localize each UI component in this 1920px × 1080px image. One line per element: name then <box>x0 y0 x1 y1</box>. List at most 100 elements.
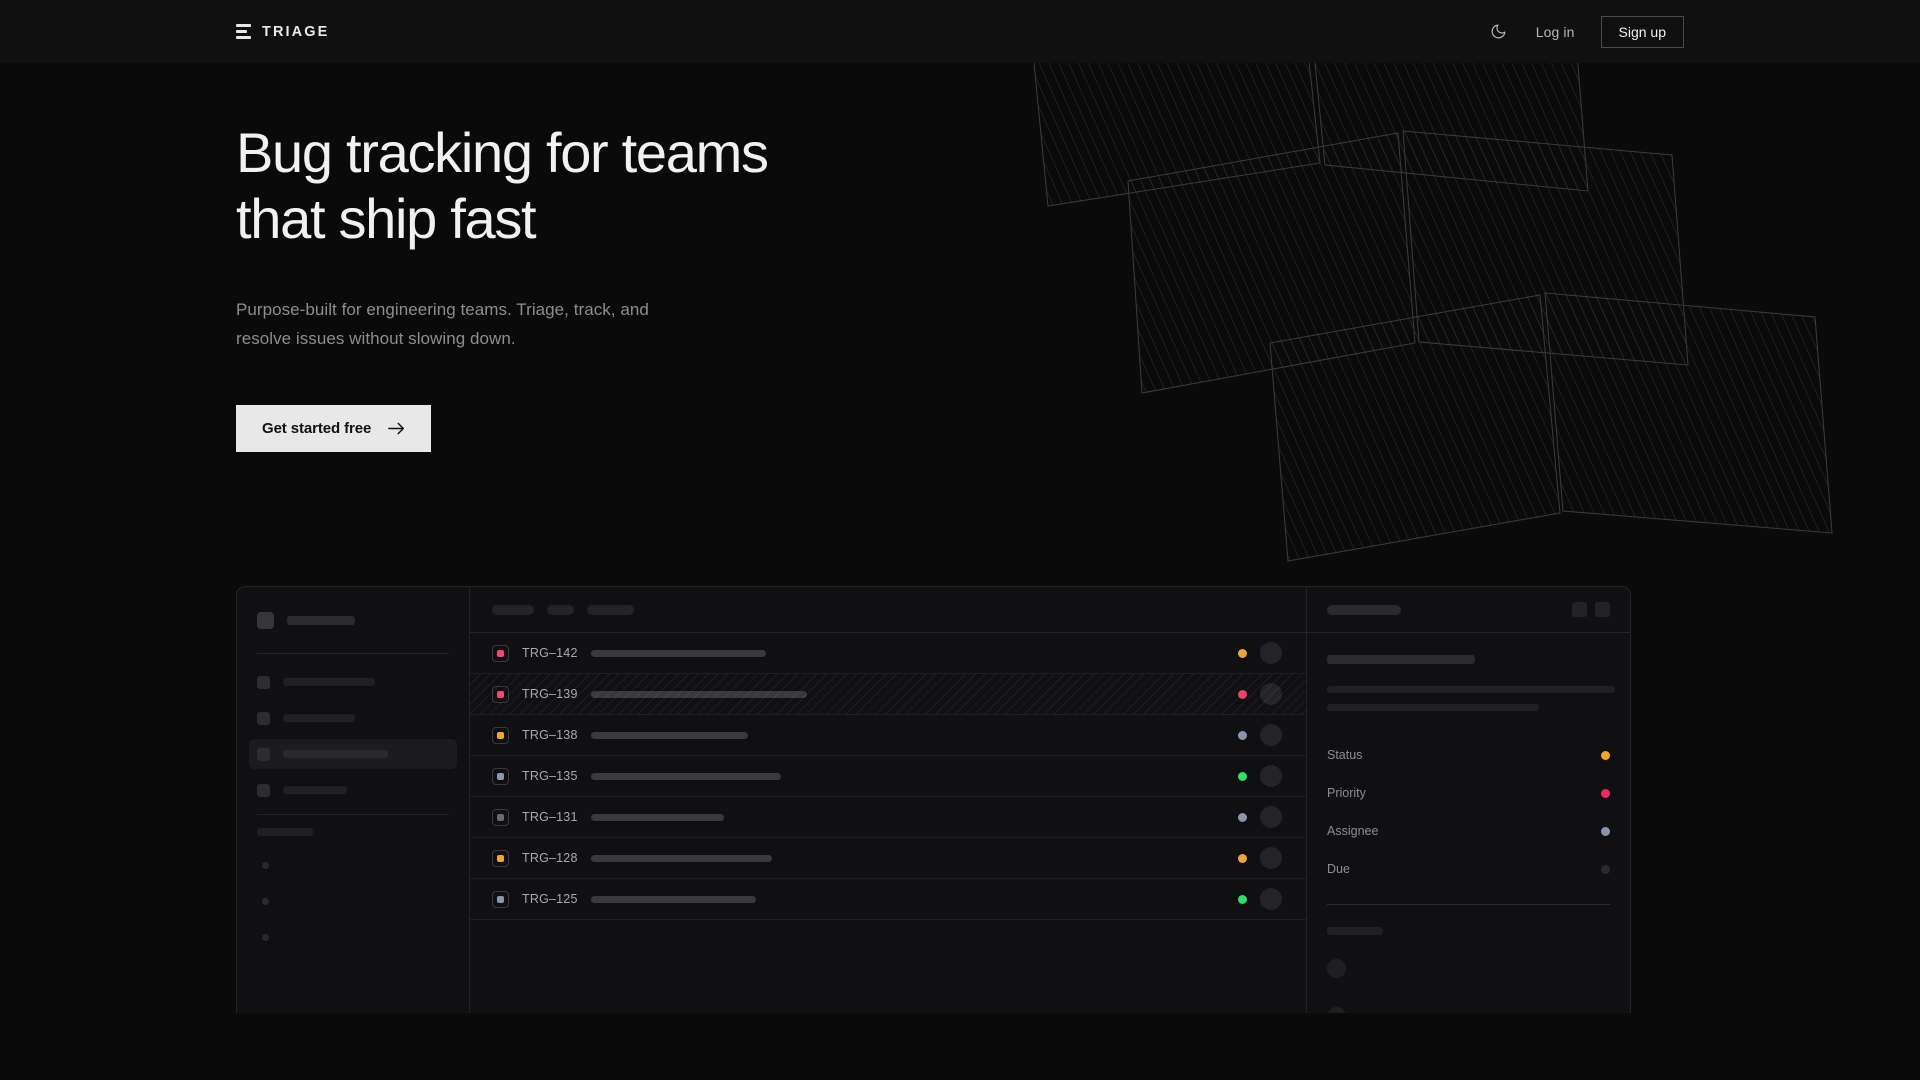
get-started-button[interactable]: Get started free <box>236 405 432 453</box>
detail-header-buttons <box>1572 602 1610 617</box>
detail-meta-value-dot <box>1601 864 1610 874</box>
list-toolbar <box>470 587 1306 633</box>
detail-divider <box>1327 904 1610 905</box>
sidebar-divider-top <box>257 653 449 654</box>
sidebar-item-label <box>283 750 388 758</box>
hero-section: Bug tracking for teams that ship fast Pu… <box>0 63 1920 1013</box>
issue-row-meta <box>1238 847 1306 869</box>
detail-meta-label: Status <box>1327 748 1363 762</box>
issue-row[interactable]: TRG–135 <box>470 756 1306 797</box>
app-sidebar <box>237 587 470 1013</box>
hero-content: Bug tracking for teams that ship fast Pu… <box>236 120 996 453</box>
triage-bars-icon <box>236 24 251 39</box>
issue-title-placeholder <box>591 731 748 739</box>
issue-status-dot <box>1238 648 1247 658</box>
issue-row-meta <box>1238 683 1306 705</box>
sidebar-section-label <box>257 828 313 836</box>
sidebar-subitem-dot[interactable] <box>262 862 269 869</box>
hero-subtitle: Purpose-built for engineering teams. Tri… <box>236 300 649 348</box>
issue-row-meta <box>1238 724 1306 746</box>
issue-title-placeholder <box>591 854 772 862</box>
sidebar-subitem-dot[interactable] <box>262 934 269 941</box>
detail-meta-row[interactable]: Priority <box>1327 774 1610 812</box>
issue-row-meta <box>1238 888 1306 910</box>
issue-row[interactable]: TRG–128 <box>470 838 1306 879</box>
detail-description-placeholder <box>1327 686 1615 711</box>
issue-type-icon <box>492 767 509 785</box>
hatched-panels-graphic <box>1033 63 1833 562</box>
workspace-switcher[interactable] <box>257 609 449 631</box>
issue-row[interactable]: TRG–131 <box>470 797 1306 838</box>
issue-type-icon <box>492 808 509 826</box>
issue-id: TRG–142 <box>522 646 578 660</box>
issue-type-icon <box>492 890 509 908</box>
issue-row[interactable]: TRG–142 <box>470 633 1306 674</box>
issue-assignee-avatar <box>1260 724 1282 746</box>
issue-status-dot <box>1238 853 1247 863</box>
sidebar-item-icon <box>257 783 270 797</box>
issue-assignee-avatar <box>1260 806 1282 828</box>
issue-title-placeholder <box>591 649 766 657</box>
detail-meta-row[interactable]: Assignee <box>1327 812 1610 850</box>
issue-row[interactable]: TRG–138 <box>470 715 1306 756</box>
detail-meta-row[interactable]: Status <box>1327 736 1610 774</box>
issue-title-placeholder <box>591 813 724 821</box>
activity-avatar <box>1327 1007 1346 1013</box>
brand-logo[interactable]: TRIAGE <box>236 24 329 40</box>
sidebar-nav-list <box>249 667 457 805</box>
detail-header-title-placeholder <box>1327 604 1401 615</box>
issue-id: TRG–128 <box>522 851 578 865</box>
nav-actions: Log in Sign up <box>1488 15 1684 48</box>
issue-row-meta <box>1238 642 1306 664</box>
issue-type-icon <box>492 644 509 662</box>
activity-avatars <box>1327 959 1610 1013</box>
issue-status-dot <box>1238 730 1247 740</box>
page-title: Bug tracking for teams that ship fast <box>236 121 769 250</box>
activity-avatar <box>1327 959 1346 978</box>
detail-meta-value-dot <box>1601 788 1610 798</box>
issue-assignee-avatar <box>1260 765 1282 787</box>
sidebar-divider-bottom <box>257 814 449 815</box>
detail-meta-label: Assignee <box>1327 824 1379 838</box>
sidebar-nav-item[interactable] <box>249 739 457 769</box>
arrow-right-icon <box>388 422 405 435</box>
issue-title-placeholder <box>591 690 807 698</box>
toolbar-control[interactable] <box>547 604 574 615</box>
issue-type-icon <box>492 685 509 703</box>
sidebar-nav-item[interactable] <box>249 775 457 805</box>
issue-assignee-avatar <box>1260 683 1282 705</box>
issue-status-dot <box>1238 771 1247 781</box>
detail-header-button[interactable] <box>1572 602 1587 617</box>
detail-header-button[interactable] <box>1595 602 1610 617</box>
detail-meta-label: Due <box>1327 862 1350 876</box>
toolbar-control[interactable] <box>492 604 534 615</box>
detail-title-placeholder <box>1327 655 1475 664</box>
issue-type-icon <box>492 849 509 867</box>
issue-title-placeholder <box>591 772 781 780</box>
toolbar-control[interactable] <box>587 604 634 615</box>
sidebar-nav-item[interactable] <box>249 667 457 697</box>
sidebar-nav-item[interactable] <box>249 703 457 733</box>
issue-title-placeholder <box>591 895 756 903</box>
login-link[interactable]: Log in <box>1535 23 1575 40</box>
issue-assignee-avatar <box>1260 888 1282 910</box>
issue-status-dot <box>1238 894 1247 904</box>
detail-description-line <box>1327 704 1539 711</box>
issue-id: TRG–125 <box>522 892 578 906</box>
issue-assignee-avatar <box>1260 847 1282 869</box>
sidebar-item-label <box>283 714 355 722</box>
sidebar-subitems <box>257 858 449 941</box>
issue-status-dot <box>1238 689 1247 699</box>
signup-button[interactable]: Sign up <box>1600 15 1684 48</box>
issue-row[interactable]: TRG–139 <box>470 674 1306 715</box>
issue-row[interactable]: TRG–125 <box>470 879 1306 920</box>
brand-name: TRIAGE <box>262 23 330 40</box>
sidebar-subitem-dot[interactable] <box>262 898 269 905</box>
detail-meta-label: Priority <box>1327 786 1366 800</box>
detail-meta-row[interactable]: Due <box>1327 850 1610 888</box>
moon-icon[interactable] <box>1488 21 1510 43</box>
